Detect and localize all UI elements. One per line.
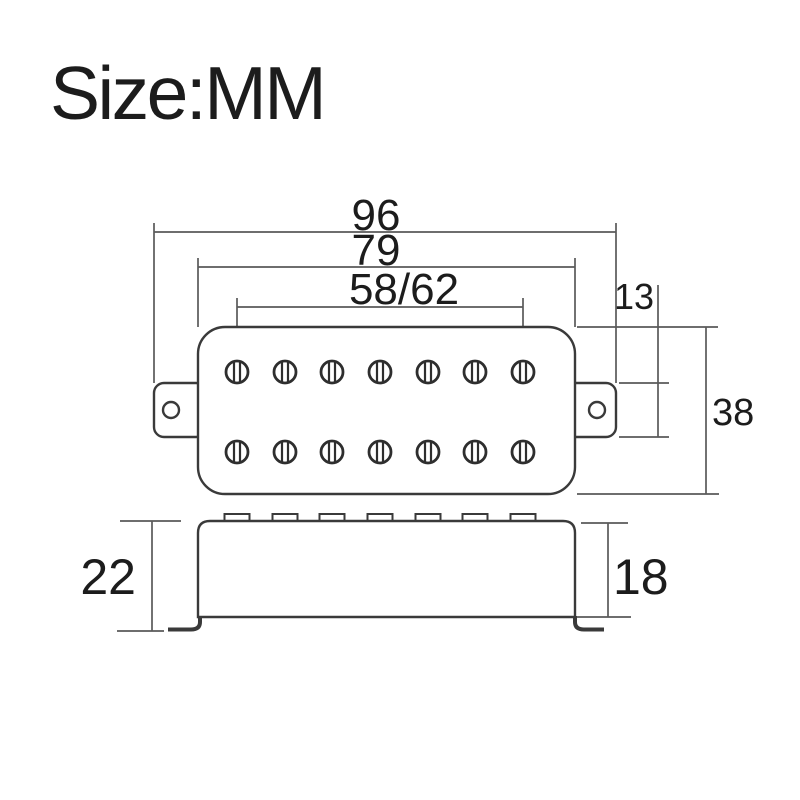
pole-piece [510, 439, 536, 465]
pickup-body [196, 325, 577, 496]
ear-screw-hole-right [587, 400, 607, 420]
pole-piece [462, 359, 488, 385]
dim-38-lines [577, 326, 719, 495]
side-body [196, 519, 577, 619]
dim-label-pole-spacing: 58/62 [349, 265, 459, 314]
pole-piece [367, 439, 393, 465]
pole-piece [319, 439, 345, 465]
dim-label-side-body-height: 18 [613, 549, 669, 605]
page-title: Size:MM [50, 51, 327, 135]
pole-piece [224, 359, 250, 385]
dim-label-side-overall-height: 22 [80, 549, 136, 605]
mounting-foot-left [168, 616, 202, 632]
dim-label-mounting-tab-height: 13 [614, 276, 654, 317]
dim-label-overall-width: 96 [352, 191, 401, 240]
pole-piece [272, 359, 298, 385]
pole-piece [367, 359, 393, 385]
pole-piece [415, 439, 441, 465]
dim-label-cover-width: 79 [352, 226, 401, 275]
ear-screw-hole-left [161, 400, 181, 420]
pole-piece [510, 359, 536, 385]
pole-piece [224, 439, 250, 465]
dim-label-body-height: 38 [712, 392, 754, 434]
dimension-labels: 96 79 58/62 13 38 22 18 [80, 191, 754, 605]
pole-piece [462, 439, 488, 465]
pole-piece [415, 359, 441, 385]
dimension-lines [117, 223, 719, 632]
pole-piece [319, 359, 345, 385]
dim-13-lines [619, 285, 669, 438]
dim-96-lines [153, 223, 617, 383]
pole-tabs [223, 513, 537, 523]
dim-18-lines [577, 522, 631, 618]
mounting-foot-right [573, 616, 604, 632]
dim-22-lines [117, 520, 181, 632]
dim-79-lines [197, 258, 576, 327]
pole-piece [272, 439, 298, 465]
side-view [168, 513, 604, 632]
top-view [152, 325, 618, 496]
